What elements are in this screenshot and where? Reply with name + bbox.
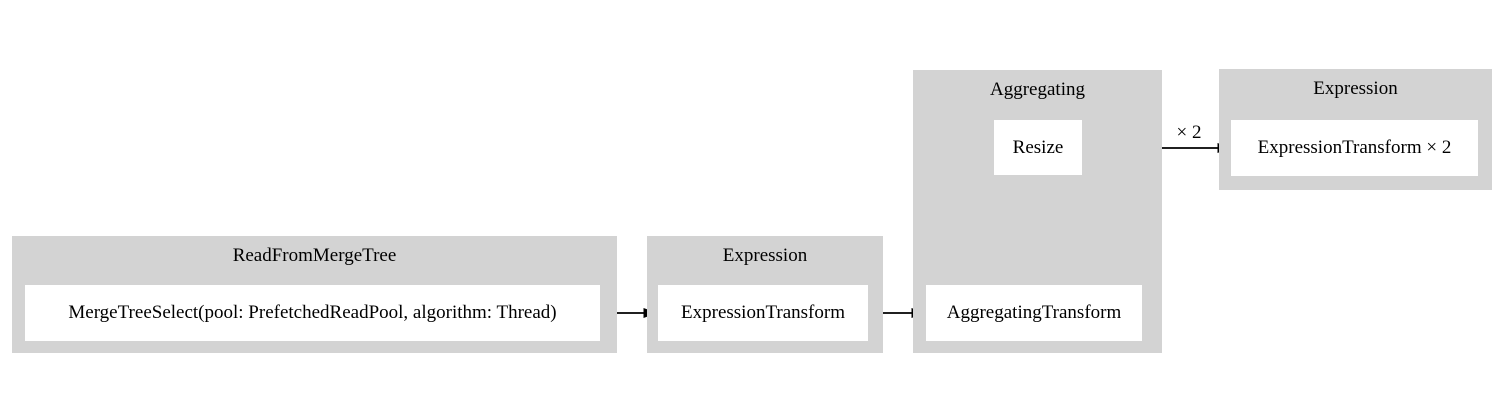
cluster-title: ReadFromMergeTree — [232, 245, 397, 266]
node-aggregatingtransform: AggregatingTransform — [926, 285, 1142, 341]
cluster-title: Aggregating — [990, 79, 1085, 100]
cluster-title: Expression — [722, 245, 808, 266]
cluster-expression-1: Expression ExpressionTransform — [647, 236, 883, 353]
cluster-readfrommergetree: ReadFromMergeTree MergeTreeSelect(pool: … — [12, 236, 617, 353]
cluster-aggregating: Aggregating AggregatingTransform Resize — [913, 70, 1162, 353]
cluster-expression-2: Expression ExpressionTransform × 2 — [1219, 69, 1492, 190]
edge-multiplier-label: × 2 — [1176, 122, 1202, 143]
node-expressiontransform: ExpressionTransform — [658, 285, 868, 341]
node-expressiontransform-x2: ExpressionTransform × 2 — [1231, 120, 1478, 176]
node-mergetreeselect: MergeTreeSelect(pool: PrefetchedReadPool… — [25, 285, 600, 341]
node-resize: Resize — [994, 120, 1082, 175]
cluster-title: Expression — [1313, 78, 1398, 99]
